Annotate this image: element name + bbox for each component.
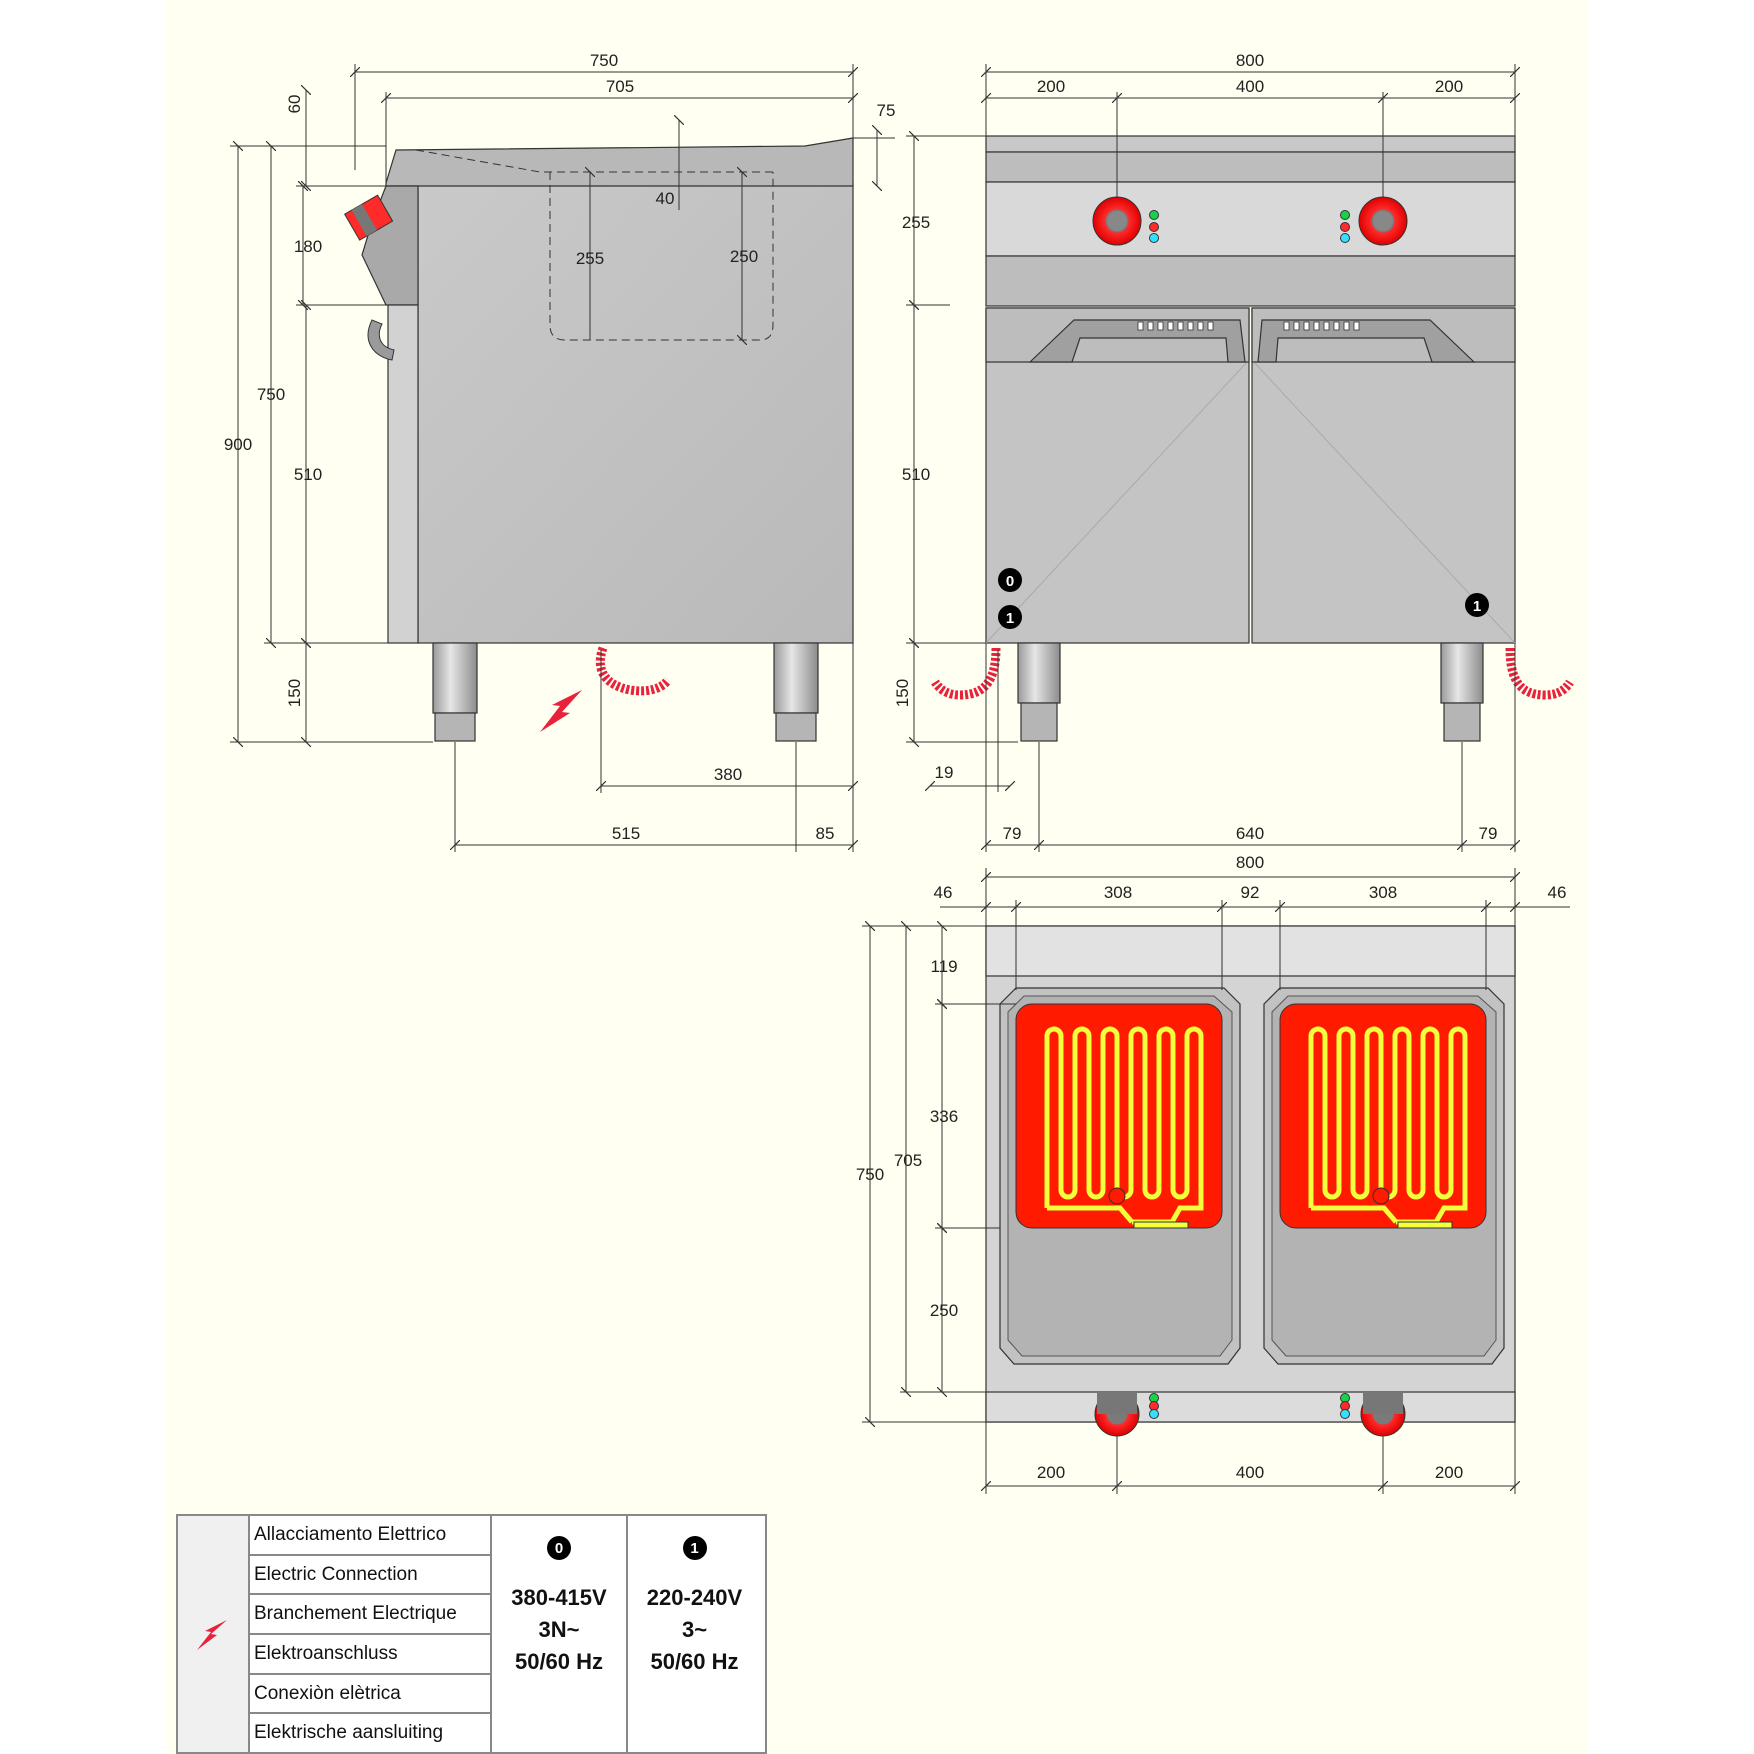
svg-text:119: 119 [930, 957, 957, 976]
svg-text:750: 750 [590, 51, 618, 70]
legend-icon-cell [178, 1516, 250, 1752]
svg-text:60: 60 [285, 95, 304, 114]
side-view: 750 705 60 75 40 180 750 900 510 150 [224, 51, 896, 852]
svg-text:800: 800 [1236, 51, 1264, 70]
svg-text:640: 640 [1236, 824, 1264, 843]
badge-0-icon: 0 [547, 1536, 571, 1560]
svg-text:200: 200 [1037, 77, 1065, 96]
svg-text:150: 150 [893, 679, 912, 707]
svg-text:336: 336 [930, 1107, 958, 1126]
svg-text:40: 40 [656, 189, 675, 208]
svg-text:705: 705 [606, 77, 634, 96]
legend-labels: Allacciamento Elettrico Electric Connect… [250, 1516, 492, 1752]
front-control-panel [985, 181, 1516, 257]
svg-text:255: 255 [902, 213, 930, 232]
svg-text:79: 79 [1003, 824, 1022, 843]
side-front-strip [387, 304, 419, 644]
voltage: 220-240V [646, 1585, 743, 1610]
front-view: 0 1 1 800 200 400 200 255 510 [893, 51, 1574, 852]
svg-text:1: 1 [1473, 598, 1481, 615]
svg-text:515: 515 [612, 824, 640, 843]
legend-label: Branchement Electrique [250, 1595, 490, 1636]
legend-label: Conexiòn elètrica [250, 1675, 490, 1715]
svg-text:510: 510 [294, 465, 322, 484]
svg-text:150: 150 [285, 679, 304, 707]
svg-text:250: 250 [930, 1301, 958, 1320]
svg-text:750: 750 [856, 1165, 884, 1184]
svg-text:200: 200 [1435, 1463, 1463, 1482]
legend-label: Elektroanschluss [250, 1635, 490, 1675]
svg-text:1: 1 [1006, 610, 1014, 627]
lightning-icon [540, 690, 582, 732]
svg-text:900: 900 [224, 435, 252, 454]
svg-text:85: 85 [816, 824, 835, 843]
svg-text:400: 400 [1236, 1463, 1264, 1482]
lightning-icon [197, 1620, 227, 1650]
badge-1-icon: 1 [682, 1536, 707, 1560]
svg-text:200: 200 [1037, 1463, 1065, 1482]
svg-text:46: 46 [1548, 883, 1567, 902]
legend-label: Elektrische aansluiting [254, 1722, 444, 1744]
badge-1-icon [1465, 593, 1489, 617]
heating-element-icon [1044, 1026, 1204, 1225]
top-view: 800 46 308 92 308 46 119 336 250 [856, 853, 1570, 1494]
phase: 3N~ [538, 1617, 580, 1642]
door-left [985, 307, 1250, 644]
legend-label: Electric Connection [250, 1556, 490, 1596]
side-knob-icon [343, 194, 394, 241]
svg-text:79: 79 [1479, 824, 1498, 843]
svg-text:250: 250 [730, 247, 758, 266]
svg-text:400: 400 [1236, 77, 1264, 96]
svg-text:255: 255 [576, 249, 604, 268]
svg-text:75: 75 [877, 101, 896, 120]
svg-text:0: 0 [1006, 573, 1014, 590]
svg-text:19: 19 [935, 763, 954, 782]
tank-left [999, 987, 1241, 1365]
legend-label: Allacciamento Elettrico [250, 1516, 490, 1556]
electric-connection-legend: Allacciamento Elettrico Electric Connect… [176, 1514, 767, 1754]
side-body [417, 182, 854, 644]
badge-1-icon [998, 605, 1022, 629]
door-handle-left [1028, 319, 1246, 363]
tank-right [1263, 987, 1505, 1365]
svg-text:200: 200 [1435, 77, 1463, 96]
svg-text:750: 750 [257, 385, 285, 404]
door-right [1251, 307, 1516, 644]
side-worktop [385, 137, 854, 187]
svg-text:308: 308 [1104, 883, 1132, 902]
badge-0-icon [998, 568, 1022, 592]
phase: 3~ [681, 1617, 708, 1642]
svg-text:46: 46 [934, 883, 953, 902]
svg-text:180: 180 [294, 237, 322, 256]
svg-text:510: 510 [902, 465, 930, 484]
door-handle-right [1257, 319, 1476, 363]
spec-three-phase: 1 220-240V 3~ 50/60 Hz [626, 1516, 761, 1752]
svg-text:705: 705 [894, 1151, 922, 1170]
frequency: 50/60 Hz [514, 1649, 604, 1674]
heating-element-icon [1308, 1026, 1468, 1225]
voltage: 380-415V [511, 1585, 607, 1610]
frequency: 50/60 Hz [650, 1649, 739, 1674]
spec-three-phase-neutral: 0 380-415V 3N~ 50/60 Hz [492, 1516, 626, 1752]
svg-text:92: 92 [1241, 883, 1260, 902]
svg-text:380: 380 [714, 765, 742, 784]
svg-text:800: 800 [1236, 853, 1264, 872]
svg-text:308: 308 [1369, 883, 1397, 902]
